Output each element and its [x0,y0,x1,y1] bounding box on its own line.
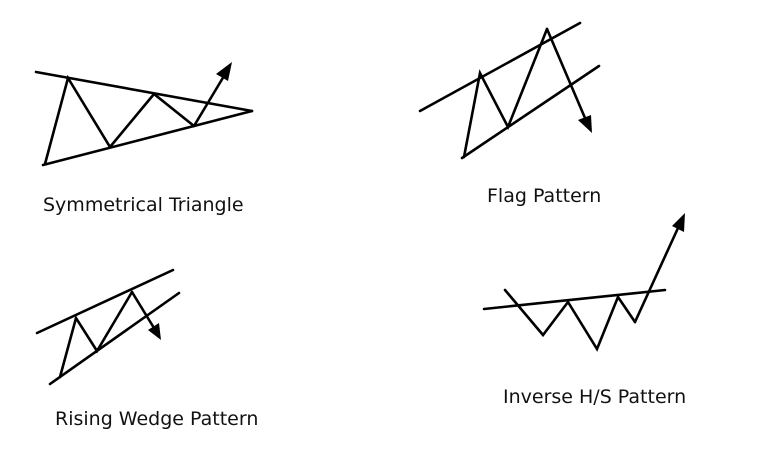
flag-pattern-figure [418,21,601,160]
rising-wedge-figure [35,268,181,386]
flag-breakdown-arrow-shaft [545,27,587,120]
triangle-breakout-arrow-shaft [192,74,226,128]
flag-pattern-label: Flag Pattern [487,185,602,207]
inverse-hs-label: Inverse H/S Pattern [503,386,687,408]
wedge-upper-trendline [35,268,175,335]
inverse-hs-neckline [482,288,667,311]
triangle-breakout-arrowhead [216,62,232,81]
inverse-hs-breakout-arrowhead [672,213,685,232]
inverse-hs-price-zigzag [503,288,637,352]
wedge-lower-trendline [48,291,181,386]
inverse-hs-breakout-arrow-shaft [633,226,680,324]
flag-breakdown-arrowhead [578,115,592,133]
inverse-hs-figure [482,213,685,352]
symmetrical-triangle-figure [34,62,254,167]
triangle-upper-trendline [34,70,254,113]
flag-upper-trendline [418,21,582,113]
triangle-lower-trendline [41,109,254,167]
triangle-price-zigzag [43,74,196,166]
wedge-breakdown-arrowhead [148,323,161,340]
rising-wedge-label: Rising Wedge Pattern [55,408,259,430]
flag-price-zigzag [462,27,549,159]
wedge-price-zigzag [58,290,134,379]
wedge-breakdown-arrow-shaft [130,290,156,330]
flag-lower-trendline [460,64,601,160]
symmetrical-triangle-label: Symmetrical Triangle [43,194,244,216]
